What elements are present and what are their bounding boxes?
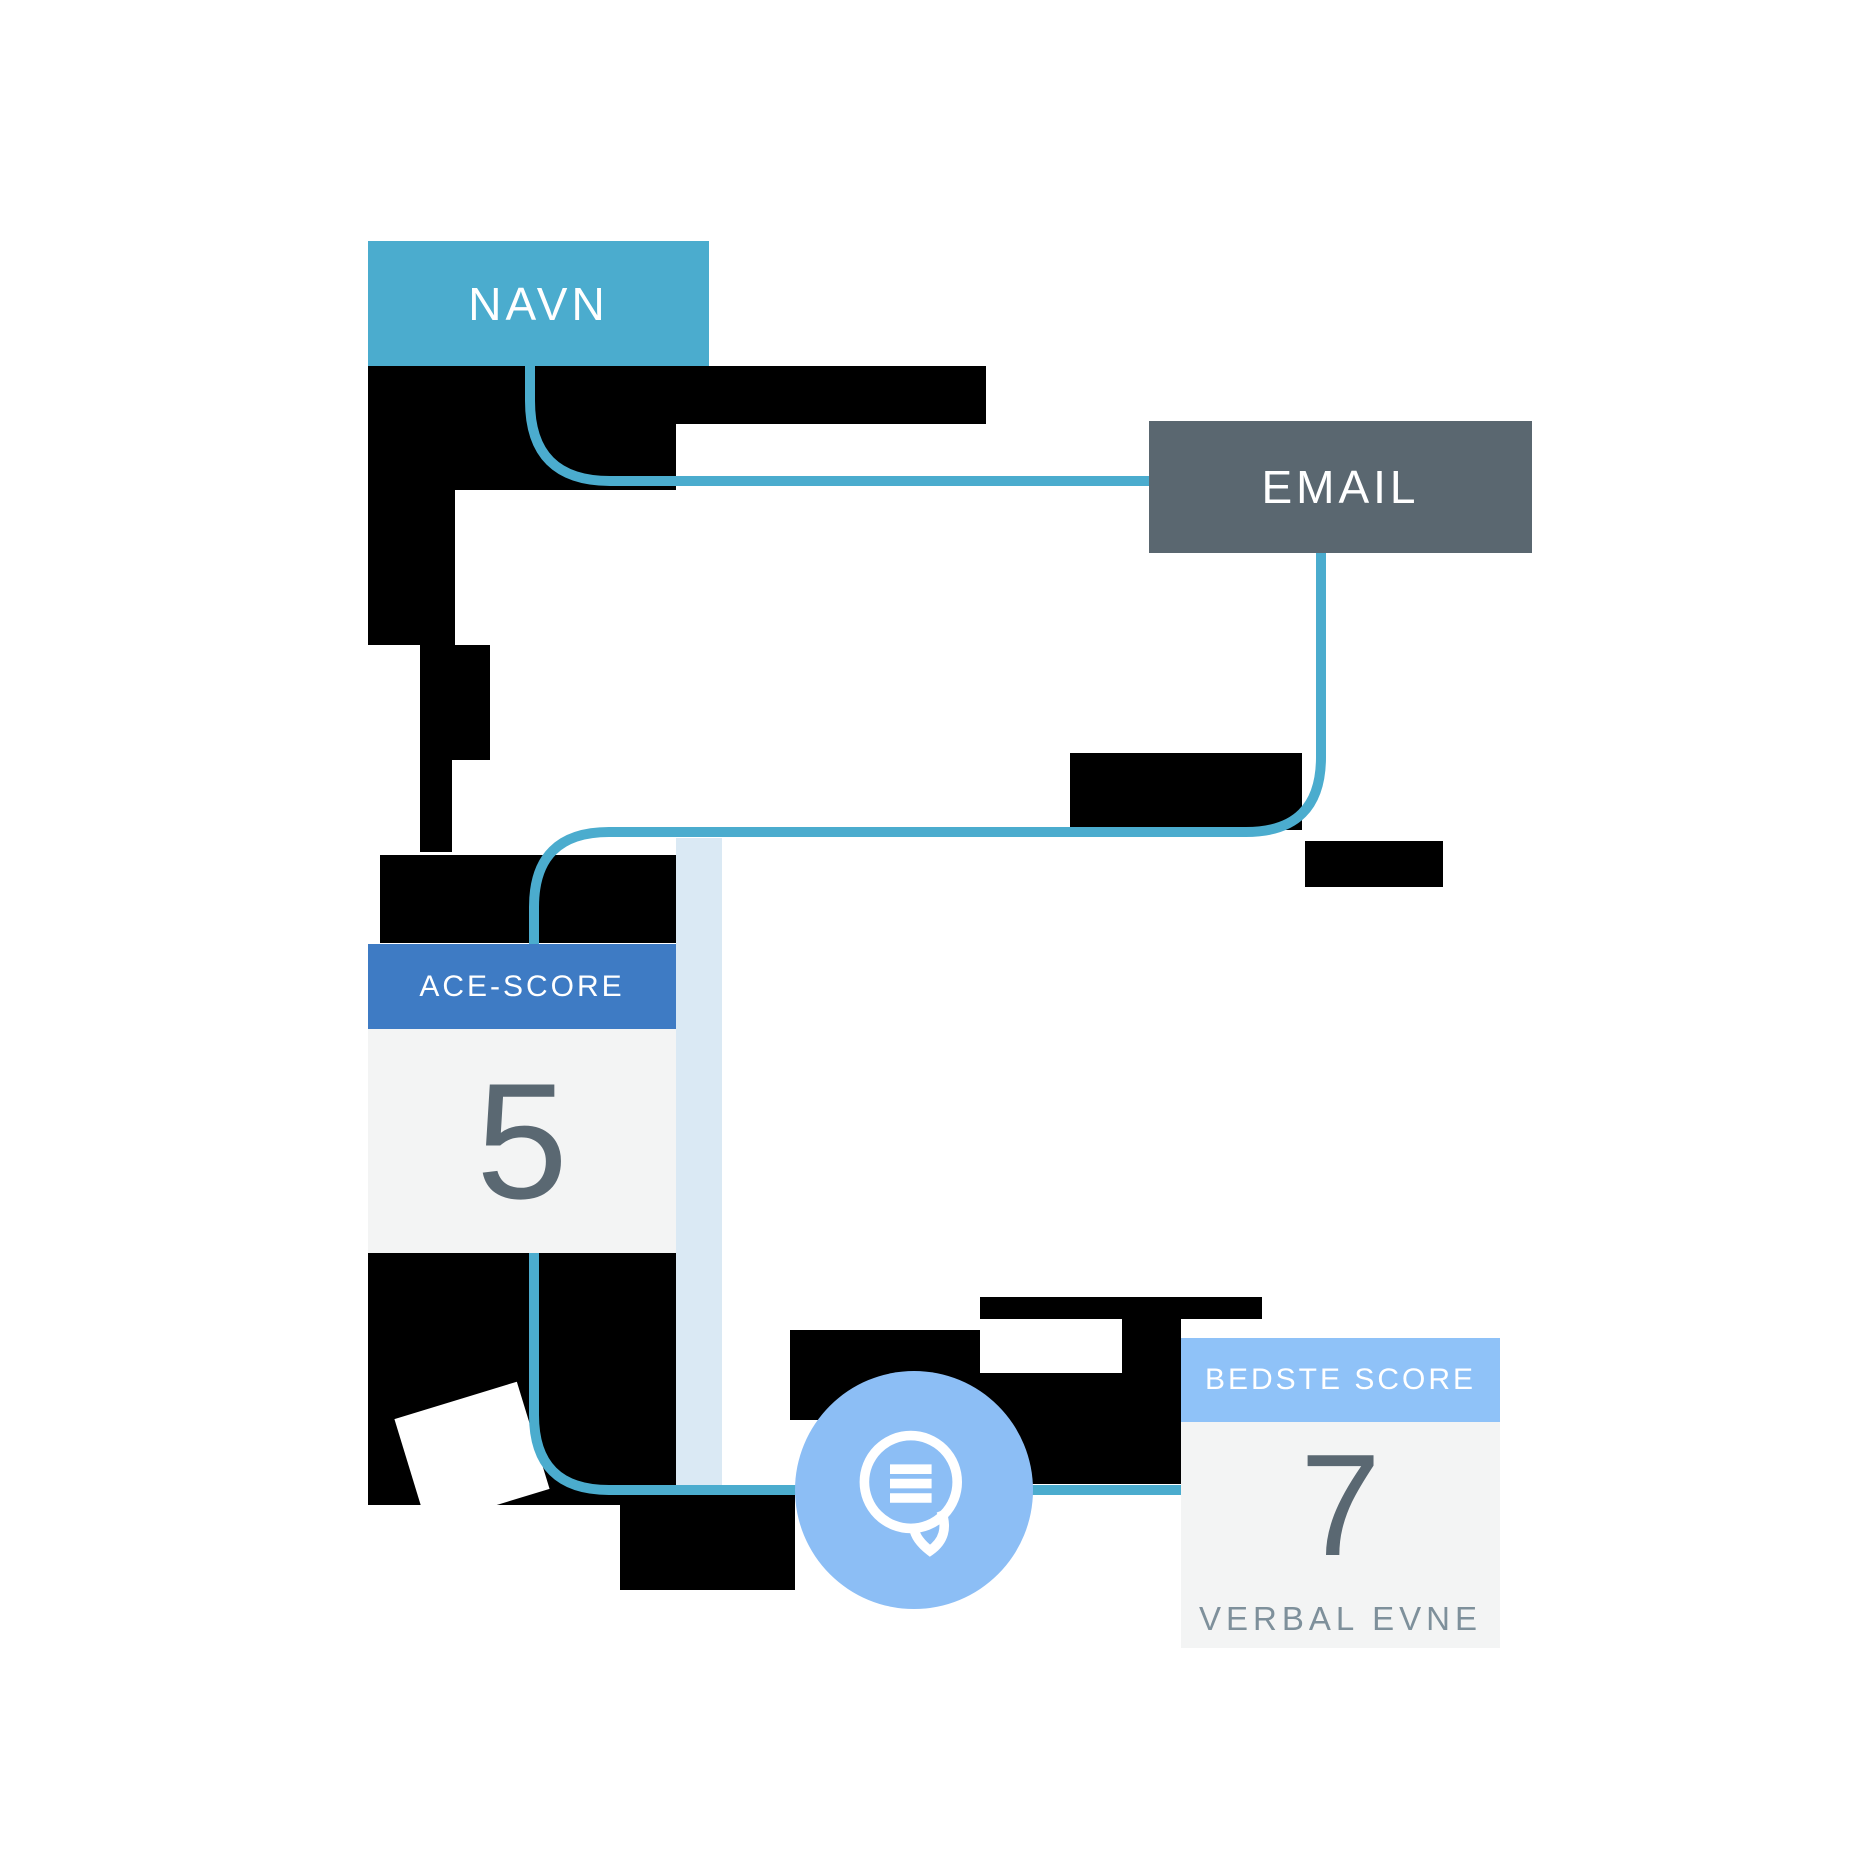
black-artifact-rect [1305,841,1443,887]
card-bedste-score-title: BEDSTE SCORE [1204,1363,1477,1396]
black-artifact-rect [368,366,455,645]
black-artifact-rect [1122,1319,1181,1484]
black-artifact-rect [455,366,676,490]
black-artifact-rect [1070,753,1302,830]
card-ace-score-title: ACE-SCORE [419,969,625,1003]
black-artifact-rect [420,760,452,852]
card-ace-score: ACE-SCORE 5 [368,944,676,1253]
card-bedste-score-body: 7 VERBAL EVNE [1181,1422,1500,1648]
card-ace-score-header: ACE-SCORE [368,944,676,1029]
black-artifact-rect [420,645,490,760]
card-ace-score-body: 5 [368,1029,676,1253]
black-artifact-rect [676,366,986,424]
card-bedste-score: BEDSTE SCORE 7 VERBAL EVNE [1181,1338,1500,1648]
bedste-score-caption: VERBAL EVNE [1198,1599,1483,1637]
node-email: EMAIL [1149,421,1532,553]
black-artifact-rect [380,855,676,943]
speech-bubble-badge [795,1371,1033,1609]
node-navn: NAVN [368,241,709,366]
pale-blue-bar [676,838,722,1490]
ace-score-value: 5 [476,1048,568,1233]
bedste-score-value: 7 [1300,1423,1381,1586]
card-bedste-score-header: BEDSTE SCORE [1181,1338,1500,1422]
black-artifact-rect [620,1495,795,1590]
black-artifact-rect [980,1297,1262,1319]
speech-bubble-icon [859,1430,962,1557]
node-navn-label: NAVN [468,277,609,330]
node-email-label: EMAIL [1261,461,1420,513]
